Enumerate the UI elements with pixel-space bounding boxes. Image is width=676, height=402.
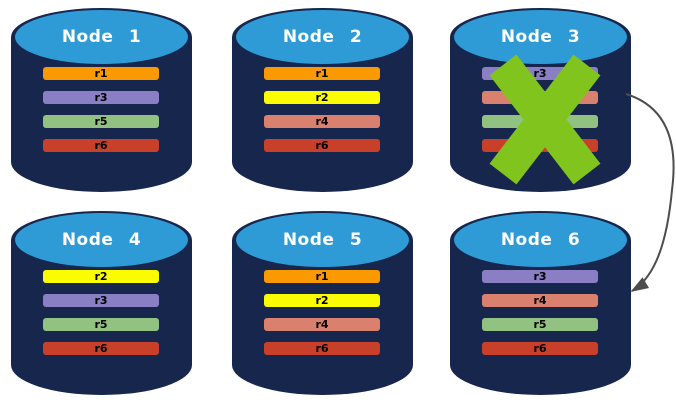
cylinder-top-face	[15, 213, 188, 267]
replica-bar: r5	[482, 318, 598, 331]
node-cylinder-4: Node 4 r2 r3 r5 r6	[11, 211, 192, 395]
migration-arrow	[625, 93, 675, 292]
replica-label: r5	[533, 318, 547, 331]
cylinder-top-face	[15, 10, 188, 64]
replica-list: r3	[482, 67, 598, 163]
replica-bar	[482, 91, 598, 104]
replica-bar: r2	[264, 294, 380, 307]
node-cylinder-5: Node 5 r1 r2 r4 r6	[232, 211, 413, 395]
replica-label: r2	[315, 91, 329, 104]
replica-bar: r1	[264, 270, 380, 283]
replica-label: r5	[94, 115, 108, 128]
replica-list: r1 r3 r5 r6	[43, 67, 159, 163]
node-title: Node 5	[282, 230, 363, 250]
cylinder-top-face	[236, 213, 409, 267]
replica-bar: r6	[264, 342, 380, 355]
replica-label: r5	[94, 318, 108, 331]
replica-label: r2	[315, 294, 329, 307]
cylinder-top-face	[454, 213, 627, 267]
node-cylinder-1: Node 1 r1 r3 r5 r6	[11, 8, 192, 192]
replica-label: r3	[94, 294, 108, 307]
replica-label: r4	[533, 294, 547, 307]
replica-bar: r2	[264, 91, 380, 104]
replica-list: r1 r2 r4 r6	[264, 67, 380, 163]
replica-bar: r4	[264, 115, 380, 128]
replica-label: r3	[533, 270, 547, 283]
replica-bar: r2	[43, 270, 159, 283]
replica-bar: r6	[482, 342, 598, 355]
replica-label: r6	[315, 342, 329, 355]
replica-label: r4	[315, 318, 329, 331]
replica-label: r3	[533, 67, 547, 80]
replica-bar: r6	[43, 342, 159, 355]
node-title: Node 3	[500, 27, 581, 47]
replica-bar: r4	[264, 318, 380, 331]
node-title: Node 6	[500, 230, 581, 250]
replica-bar: r6	[43, 139, 159, 152]
replica-label: r2	[94, 270, 108, 283]
replica-bar: r4	[482, 294, 598, 307]
replica-label: r1	[315, 270, 329, 283]
replica-label: r1	[315, 67, 329, 80]
replica-bar: r3	[43, 91, 159, 104]
replica-bar: r5	[43, 318, 159, 331]
replica-list: r2 r3 r5 r6	[43, 270, 159, 366]
replica-list: r1 r2 r4 r6	[264, 270, 380, 366]
replica-bar: r1	[43, 67, 159, 80]
replica-list: r3 r4 r5 r6	[482, 270, 598, 366]
replica-label: r3	[94, 91, 108, 104]
replica-label: r6	[94, 342, 108, 355]
replica-label: r6	[533, 342, 547, 355]
node-cylinder-2: Node 2 r1 r2 r4 r6	[232, 8, 413, 192]
replica-bar: r3	[43, 294, 159, 307]
replica-bar: r1	[264, 67, 380, 80]
node-cylinder-3: Node 3 r3	[450, 8, 631, 192]
replica-bar: r3	[482, 270, 598, 283]
node-title: Node 2	[282, 27, 363, 47]
node-cylinder-6: Node 6 r3 r4 r5 r6	[450, 211, 631, 395]
node-title: Node 1	[61, 27, 142, 47]
replica-bar	[482, 139, 598, 152]
replica-bar: r3	[482, 67, 598, 80]
replica-label: r1	[94, 67, 108, 80]
replica-bar: r6	[264, 139, 380, 152]
replica-label: r6	[315, 139, 329, 152]
node-title: Node 4	[61, 230, 142, 250]
replica-bar: r5	[43, 115, 159, 128]
replica-label: r4	[315, 115, 329, 128]
replica-bar	[482, 115, 598, 128]
cylinder-top-face	[236, 10, 409, 64]
replica-label: r6	[94, 139, 108, 152]
